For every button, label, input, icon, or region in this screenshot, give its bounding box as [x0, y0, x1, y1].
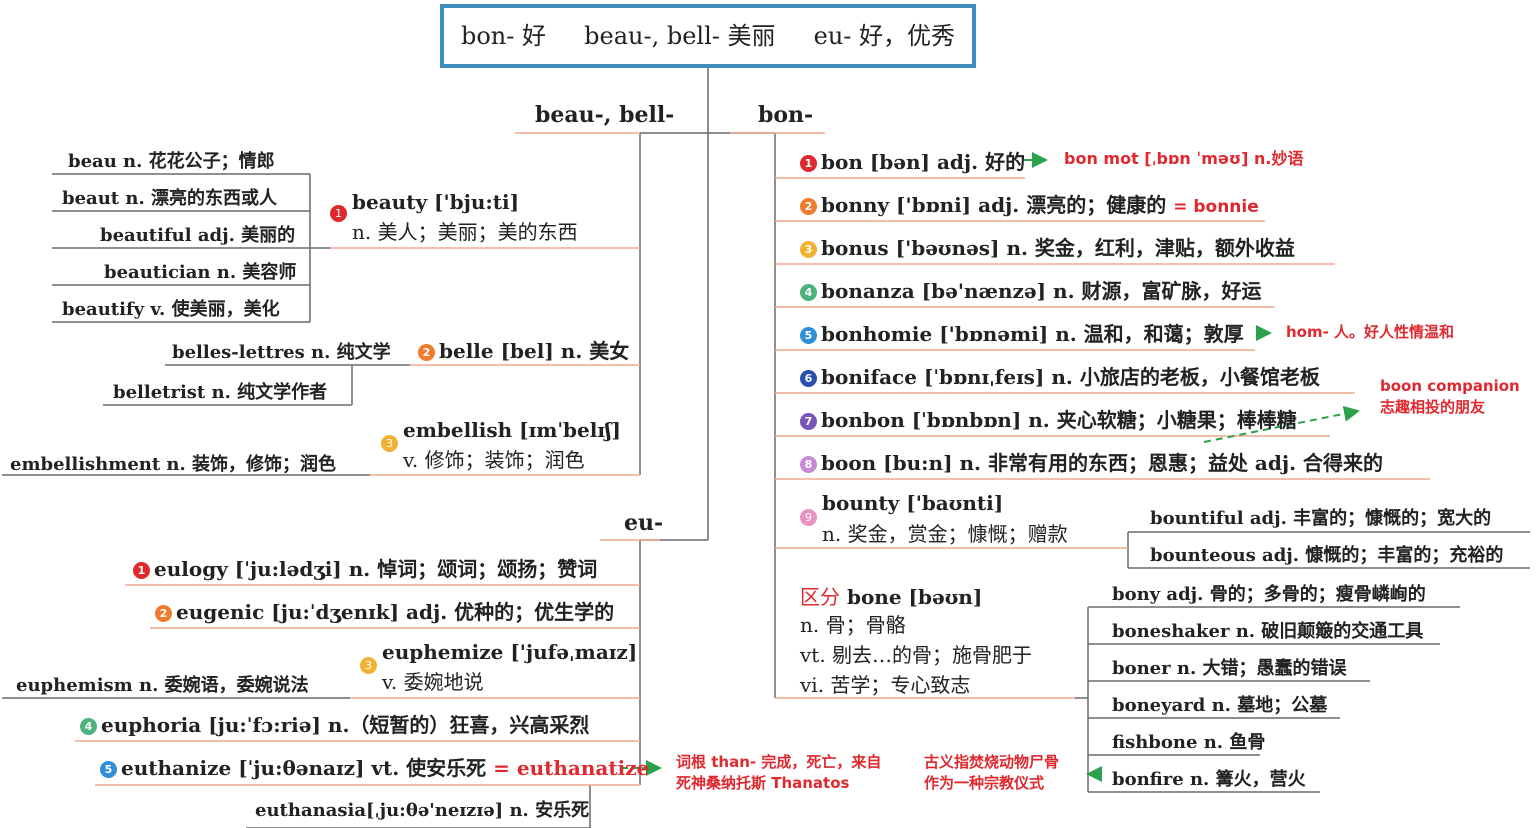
root-bon: bon- 好: [460, 22, 546, 50]
bone-def-vi: vi. 苦学；专心致志: [800, 673, 971, 697]
belles-lettres-word: belles-lettres n. 纯文学: [172, 342, 391, 363]
bone-def-vt: vt. 剔去…的骨；施骨肥于: [800, 643, 1033, 667]
root-box: bon- 好 beau-, bell- 美丽 eu- 好，优秀: [440, 4, 976, 68]
euphemize-number: 3: [360, 656, 381, 675]
eu-header: eu-: [624, 510, 664, 536]
bon-mot-note: bon mot [ˌbɒn ˈməʊ] n.妙语: [1064, 149, 1304, 168]
beautify-word: beautify v. 使美丽，美化: [62, 299, 280, 320]
hom-note: hom- 人。好人性情温和: [1286, 323, 1455, 341]
than-note: 词根 than- 完成，死亡，来自死神桑纳托斯 Thanatos: [676, 753, 882, 792]
bone-def-n: n. 骨；骨骼: [800, 613, 906, 637]
embellish-word: embellish [ɪmˈbelɪʃ]: [403, 418, 622, 442]
boneyard-word: boneyard n. 墓地；公墓: [1112, 695, 1328, 716]
bon-header: bon-: [758, 102, 814, 128]
beautiful-word: beautiful adj. 美丽的: [100, 225, 296, 246]
beautician-word: beautician n. 美容师: [104, 262, 297, 283]
bonfire-note: 古义指焚烧动物尸骨作为一种宗教仪式: [924, 753, 1060, 792]
euphemism-word: euphemism n. 委婉语，委婉说法: [16, 675, 309, 696]
beauty-number: 1: [330, 204, 351, 223]
beauty-word: beauty ['bju:ti]: [352, 190, 520, 214]
bountiful-word: bountiful adj. 丰富的；慷慨的；宽大的: [1150, 508, 1492, 529]
bounty-def: n. 奖金，赏金；慷慨；赠款: [822, 522, 1068, 546]
euphemize-word: euphemize ['jufəˌmaɪz]: [382, 640, 638, 664]
beaut-word: beaut n. 漂亮的东西或人: [62, 188, 277, 209]
boner-word: boner n. 大错；愚蠢的错误: [1112, 658, 1347, 679]
euthanasia-word: euthanasia[ˌju:θə'neɪzɪə] n. 安乐死: [255, 800, 590, 821]
bounteous-word: bounteous adj. 慷慨的；丰富的；充裕的: [1150, 545, 1504, 566]
fishbone-word: fishbone n. 鱼骨: [1112, 732, 1266, 753]
bony-word: bony adj. 骨的；多骨的；瘦骨嶙峋的: [1112, 584, 1426, 605]
embellish-def: v. 修饰；装饰；润色: [403, 448, 585, 472]
embellish-number: 3: [381, 434, 402, 453]
bounty-word: bounty ['baʊnti]: [822, 491, 1004, 515]
bone-word: 区分 bone [bəʊn]: [800, 585, 983, 609]
root-beau: beau-, bell- 美丽: [584, 22, 776, 50]
belletrist-word: belletrist n. 纯文学作者: [113, 382, 328, 403]
euphemize-def: v. 委婉地说: [382, 670, 484, 694]
embellishment-word: embellishment n. 装饰，修饰；润色: [10, 454, 337, 475]
bounty-number: 9: [800, 508, 821, 527]
beau-header: beau-, bell-: [535, 102, 675, 128]
root-eu: eu- 好，优秀: [813, 22, 956, 50]
bonfire-word: bonfire n. 篝火，营火: [1112, 769, 1306, 790]
beauty-def: n. 美人；美丽；美的东西: [352, 220, 578, 244]
beau-word: beau n. 花花公子；情郎: [68, 151, 275, 172]
boneshaker-word: boneshaker n. 破旧颠簸的交通工具: [1112, 621, 1424, 642]
